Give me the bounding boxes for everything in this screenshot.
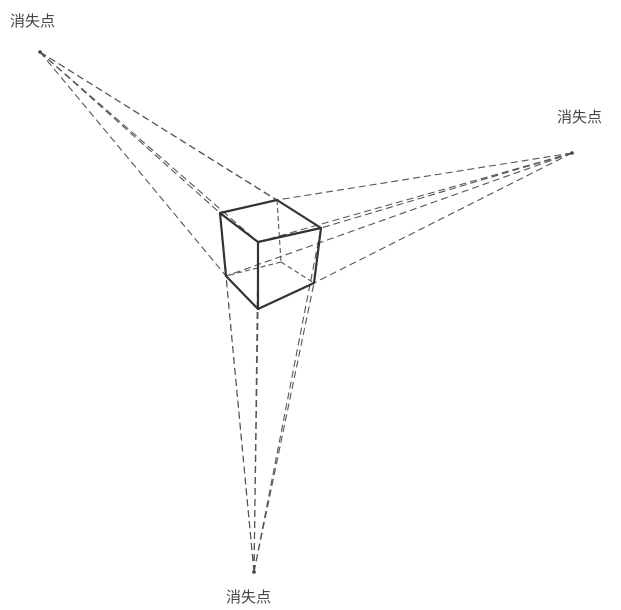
hidden-edge-1 <box>276 199 282 263</box>
cube-top-face <box>218 198 323 244</box>
guides-bottom-vp <box>219 212 322 573</box>
cube-hidden-edges <box>225 199 315 284</box>
guide-r-5 <box>313 152 573 284</box>
hidden-edge-2 <box>225 261 282 277</box>
vanishing-point-right <box>570 151 574 155</box>
cube-edge-left <box>218 211 228 278</box>
vanishing-point-bottom <box>252 570 256 574</box>
hidden-edge-3 <box>280 261 315 284</box>
guide-tl-4 <box>39 51 259 243</box>
guides-top-left-vp <box>39 51 322 277</box>
cube <box>218 198 323 311</box>
vanishing-points <box>38 50 574 574</box>
guide-r-4 <box>225 152 573 277</box>
guide-b-5 <box>253 282 315 573</box>
guide-b-6 <box>253 227 322 573</box>
guide-b-4 <box>253 308 259 573</box>
cube-edge-right <box>312 226 323 285</box>
guide-r-2 <box>320 152 573 229</box>
vanishing-point-label-bottom: 消失点 <box>226 588 272 606</box>
vanishing-point-label-top-left: 消失点 <box>10 12 56 30</box>
guide-r-3 <box>257 152 573 243</box>
cube-edge-bottom-right <box>256 281 316 311</box>
guide-r-1 <box>276 152 573 201</box>
guide-b-2 <box>225 275 255 573</box>
guide-tl-3 <box>39 51 322 229</box>
cube-edge-bottom-left <box>224 274 260 311</box>
vanishing-point-top-left <box>38 50 42 54</box>
guide-tl-1 <box>39 51 221 214</box>
guide-tl-5 <box>39 51 227 277</box>
vanishing-point-label-right: 消失点 <box>557 108 603 126</box>
guides-right-vp <box>225 152 573 284</box>
